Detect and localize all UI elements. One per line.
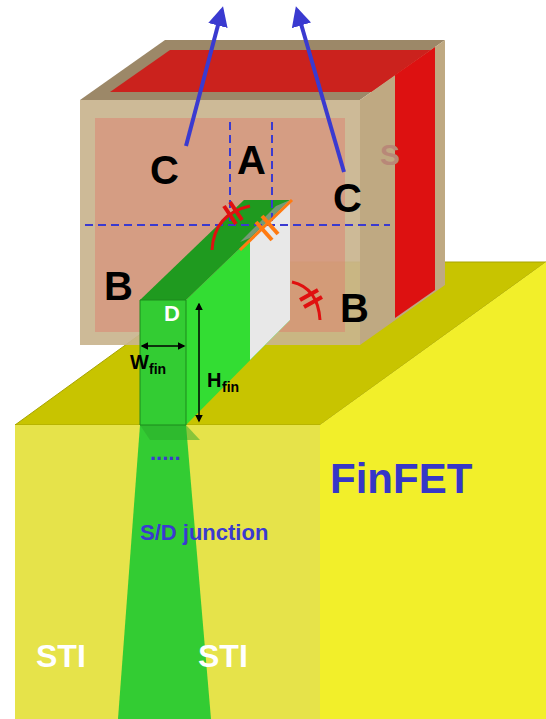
capacitor-symbol — [304, 297, 322, 307]
gate-metal-side — [395, 47, 435, 318]
sti-front-face — [15, 425, 320, 719]
fringe-line — [240, 200, 292, 250]
dimension-subscript: fin — [222, 380, 239, 394]
dotted-mark: ..... — [150, 442, 181, 464]
gate-side-face — [360, 40, 445, 345]
fin-top-face — [140, 200, 290, 300]
fin-shade — [140, 425, 200, 440]
capacitor-symbol — [262, 216, 278, 234]
region-label: S/D junction — [140, 522, 268, 544]
device-title: FinFET — [330, 458, 472, 500]
section-letter: B — [340, 288, 369, 328]
dashed-line — [229, 122, 231, 224]
terminal-letter: D — [164, 303, 180, 325]
section-letter: C — [150, 150, 179, 190]
capacitor-symbol — [230, 202, 242, 220]
dimension-label: W — [130, 352, 149, 372]
fringe-arc — [212, 206, 250, 250]
dimension-label: H — [207, 370, 221, 390]
region-label: STI — [36, 640, 86, 672]
section-letter: A — [237, 140, 266, 180]
section-letter: C — [333, 178, 362, 218]
section-letter: B — [104, 266, 133, 306]
terminal-letter: S — [380, 140, 400, 170]
flow-arrow — [297, 10, 344, 172]
region-label: STI — [198, 640, 248, 672]
dimension-arrow — [142, 345, 184, 347]
dashed-line — [85, 224, 390, 226]
dimension-arrow — [198, 304, 200, 421]
dimension-subscript: fin — [149, 362, 166, 376]
fin-body — [118, 425, 211, 719]
dashed-line — [271, 122, 273, 224]
flow-arrow — [186, 10, 222, 146]
